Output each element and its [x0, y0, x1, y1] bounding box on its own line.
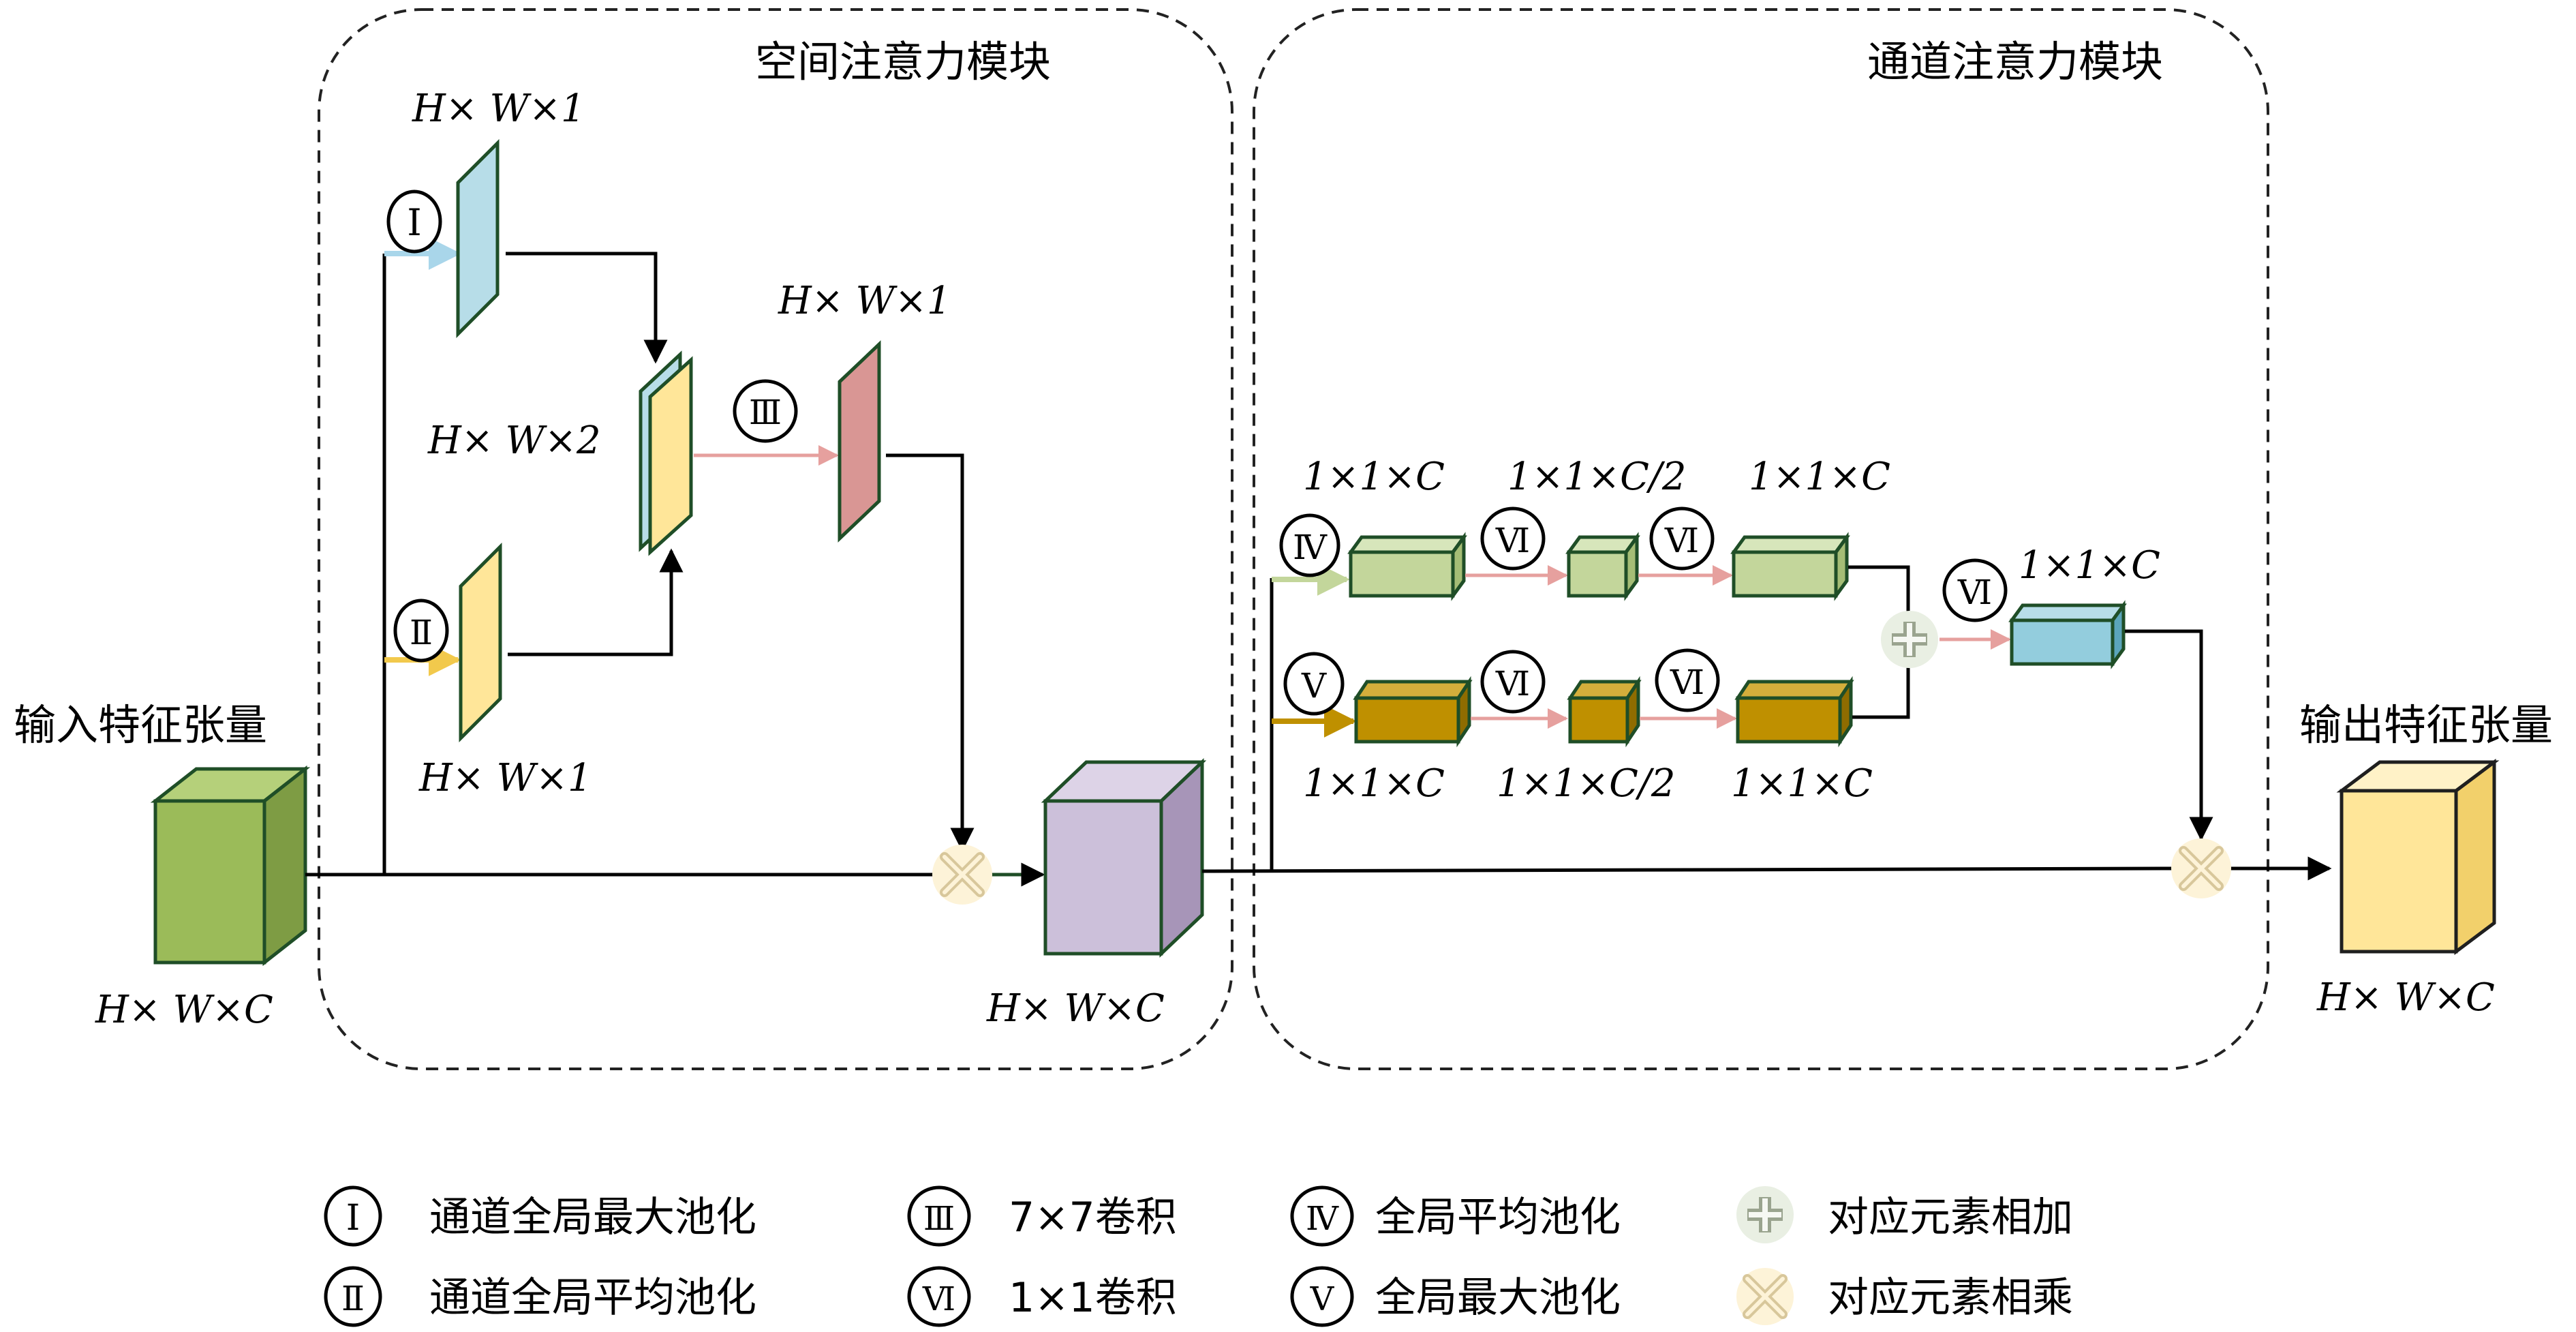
input-tensor-cube — [150, 765, 311, 967]
marker-iv: Ⅳ — [1293, 528, 1328, 567]
marker-vi-top-1 — [1480, 506, 1546, 571]
bottom-restored-vector — [1734, 676, 1854, 748]
sum-dim-label: 1×1×C — [2019, 543, 2160, 588]
legend-marker-vi-label: Ⅵ — [922, 1280, 955, 1318]
bottom-max-vector — [1353, 676, 1473, 748]
marker-iii: Ⅲ — [749, 393, 782, 432]
weight-to-multiply-line — [2125, 629, 2213, 841]
marker-vi-bottom-2 — [1655, 648, 1720, 712]
legend-text-v: 全局最大池化 — [1375, 1274, 1621, 1322]
legend-multiply-icon — [1736, 1268, 1794, 1325]
marker-vi-bottom-1 — [1480, 650, 1546, 714]
channel-add-icon — [1881, 611, 1938, 668]
attn-map-dim-label: H× W×1 — [778, 279, 951, 323]
marker-vi-top-1-label: Ⅵ — [1495, 521, 1530, 560]
bottom-to-add-line — [1852, 661, 1910, 719]
marker-vi-bottom-2-label: Ⅵ — [1670, 663, 1704, 702]
marker-ii: Ⅱ — [410, 613, 433, 652]
top-avg-vector — [1347, 532, 1467, 601]
mid-dim-label: H× W×C — [986, 986, 1165, 1031]
legend-marker-ii — [324, 1266, 382, 1327]
legend-marker-ii-label: Ⅱ — [341, 1279, 365, 1318]
legend-marker-v-label: Ⅴ — [1310, 1280, 1335, 1318]
concat-map — [639, 350, 693, 556]
spatial-module-title: 空间注意力模块 — [755, 37, 1051, 87]
output-tensor-cube — [2336, 759, 2500, 955]
attn-to-multiply-line — [886, 453, 975, 852]
avg-to-concat-line — [508, 548, 684, 656]
top-restored-vector — [1730, 532, 1850, 601]
spatial-multiply-icon — [932, 845, 992, 905]
channel-module-title: 通道注意力模块 — [1867, 37, 2163, 87]
marker-ii-circle — [393, 599, 449, 663]
legend-text-vi: 1×1卷积 — [1009, 1274, 1177, 1322]
top-reduced-vector — [1565, 532, 1640, 601]
legend-marker-iii-label: Ⅲ — [923, 1200, 955, 1238]
legend-marker-iii — [907, 1185, 971, 1247]
max-pool-map — [456, 138, 500, 339]
bottom-reduced-vector — [1567, 676, 1642, 748]
legend-text-i: 通道全局最大池化 — [429, 1194, 756, 1241]
marker-iii-circle — [733, 379, 798, 443]
legend-marker-iv — [1290, 1185, 1354, 1247]
top-dim-2: 1×1×C/2 — [1507, 455, 1686, 499]
input-title: 输入特征张量 — [14, 700, 267, 750]
marker-vi-top-2 — [1649, 506, 1715, 571]
channel-module-frame — [1253, 8, 2269, 1070]
legend: Ⅰ 通道全局最大池化 Ⅱ 通道全局平均池化 Ⅲ 7×7卷积 Ⅵ 1×1卷积 Ⅳ … — [324, 1185, 2073, 1327]
legend-text-iv: 全局平均池化 — [1375, 1194, 1621, 1241]
marker-vi-bottom-1-label: Ⅵ — [1495, 664, 1530, 703]
input-dim-label: H× W×C — [95, 988, 273, 1032]
bottom-dim-1: 1×1×C — [1303, 761, 1445, 806]
avg-pool-map — [459, 542, 502, 743]
legend-text-add: 对应元素相加 — [1828, 1194, 2073, 1241]
top-dim-3: 1×1×C — [1749, 455, 1890, 499]
marker-v: Ⅴ — [1301, 666, 1327, 706]
legend-text-multiply: 对应元素相乘 — [1828, 1274, 2073, 1322]
legend-marker-vi — [907, 1266, 971, 1327]
marker-iv-circle — [1279, 513, 1340, 577]
output-dim-label: H× W×C — [2316, 975, 2495, 1020]
top-dim-1: 1×1×C — [1303, 455, 1445, 499]
output-title: 输出特征张量 — [2299, 700, 2553, 750]
bottom-dim-3: 1×1×C — [1731, 761, 1873, 806]
legend-text-iii: 7×7卷积 — [1009, 1194, 1177, 1241]
legend-marker-i-label: Ⅰ — [346, 1198, 361, 1239]
marker-i: Ⅰ — [407, 201, 421, 244]
spatial-output-cube — [1041, 758, 1207, 958]
spatial-module-frame — [318, 8, 1233, 1070]
legend-marker-i — [324, 1185, 382, 1247]
main-trunk-2 — [1201, 866, 2179, 873]
max-map-dim-label: H× W×1 — [412, 87, 585, 131]
legend-add-icon — [1736, 1186, 1794, 1243]
top-to-add-line — [1848, 565, 1910, 619]
marker-vi-top-2-label: Ⅵ — [1664, 521, 1699, 560]
spatial-attention-map — [838, 340, 881, 543]
channel-multiply-icon — [2171, 838, 2231, 898]
legend-marker-iv-label: Ⅳ — [1306, 1200, 1339, 1238]
legend-text-ii: 通道全局平均池化 — [429, 1274, 756, 1322]
marker-vi-sum-label: Ⅵ — [1957, 573, 1992, 612]
marker-vi-sum — [1942, 558, 2008, 622]
channel-weight-vector — [2008, 600, 2127, 669]
max-to-concat-line — [506, 252, 668, 364]
concat-dim-label: H× W×2 — [427, 419, 601, 463]
avg-map-dim-label: H× W×1 — [418, 756, 592, 800]
marker-v-circle — [1283, 652, 1345, 716]
bottom-dim-2: 1×1×C/2 — [1497, 761, 1675, 806]
legend-marker-v — [1290, 1266, 1354, 1327]
marker-i-circle — [386, 190, 442, 254]
